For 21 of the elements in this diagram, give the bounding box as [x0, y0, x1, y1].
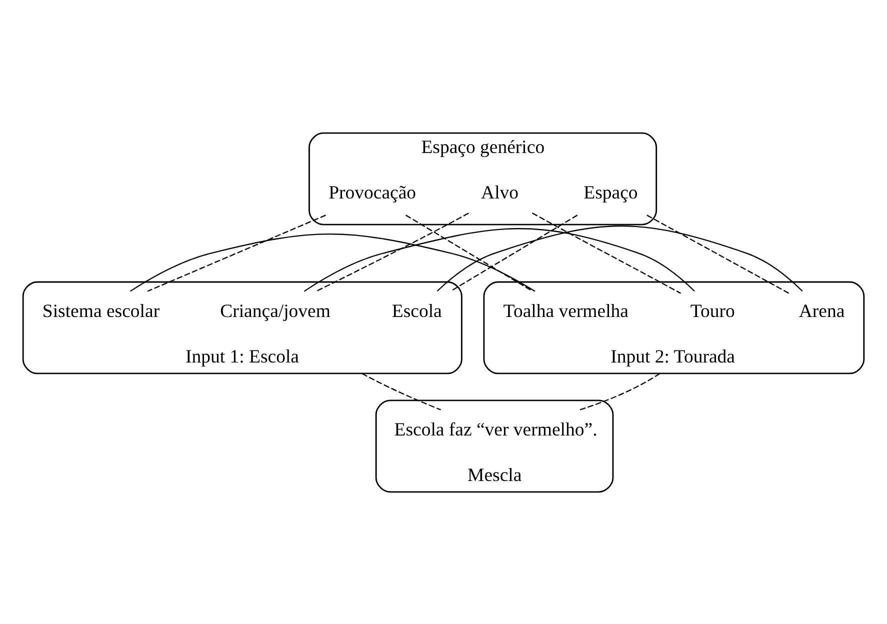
node-text: Escola [392, 300, 442, 322]
node-text: Alvo [481, 182, 519, 204]
connector [304, 228, 695, 292]
connector [406, 214, 533, 292]
node-text: Touro [690, 300, 735, 322]
node-text: Sistema escolar [42, 300, 160, 322]
connector [450, 214, 578, 292]
node-text: Provocação [328, 182, 416, 204]
connector [362, 372, 442, 410]
connector [130, 233, 536, 292]
connector [532, 212, 682, 294]
connector [316, 212, 469, 292]
node-text: Criança/jovem [220, 300, 330, 322]
node-text: Espaço [584, 182, 638, 204]
connector [580, 372, 660, 410]
connector [436, 224, 803, 292]
connector [147, 214, 326, 292]
node-text: Arena [798, 300, 845, 322]
connector [646, 214, 790, 294]
node-text: Toalha vermelha [503, 300, 629, 322]
node-text: Escola faz “ver vermelho”. [394, 418, 598, 440]
